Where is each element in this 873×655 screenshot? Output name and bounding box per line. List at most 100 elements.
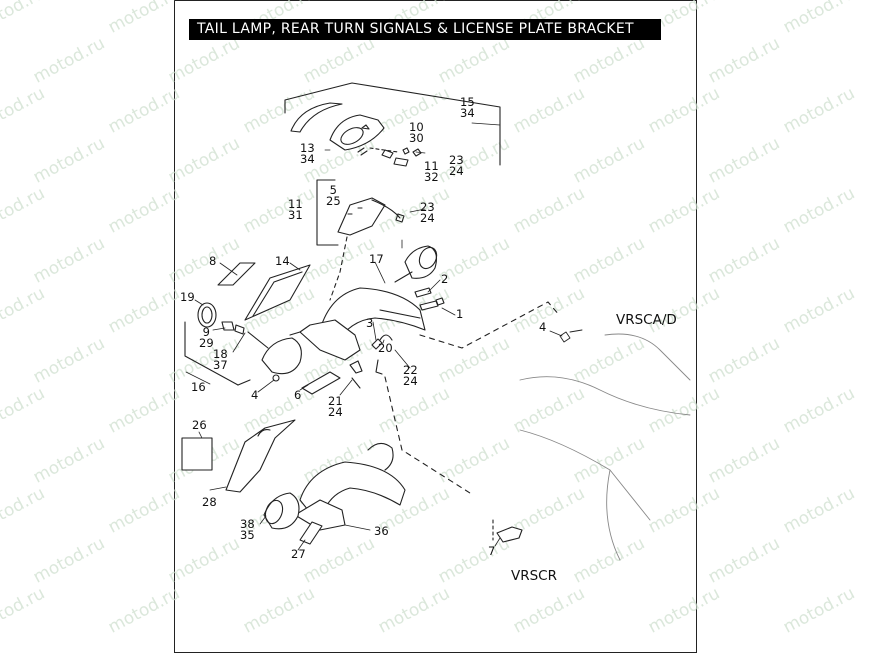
callout-kit-number: 34 — [460, 106, 475, 120]
callout-part-number: 1 — [456, 307, 464, 321]
wire-connectors — [349, 334, 393, 389]
model-label-vrsca: VRSCA/D — [616, 312, 677, 328]
callout-1: 1 — [456, 307, 464, 321]
license-lens-part — [217, 262, 256, 286]
callout-part-number: 5 — [329, 183, 337, 197]
callout-part-number: 10 — [409, 120, 424, 134]
leader-dash-c — [419, 301, 561, 349]
callout-22-24: 22 24 — [403, 363, 418, 388]
callout-18-37: 18 37 — [213, 347, 228, 372]
plate-clip-part — [492, 519, 523, 543]
lower-fender-bracket-part — [294, 442, 406, 531]
callout-10-30: 10 30 — [409, 120, 424, 145]
callout-part-number: 19 — [180, 290, 195, 304]
callout-part-number: 20 — [378, 341, 393, 355]
callout-leaders — [185, 122, 563, 551]
callout-part-number: 22 — [403, 363, 418, 377]
callout-part-number: 21 — [328, 394, 343, 408]
callout-21-24: 21 24 — [328, 394, 343, 419]
callout-part-number: 18 — [213, 347, 228, 361]
callout-kit-number: 24 — [403, 374, 418, 388]
callout-part-number: 28 — [202, 495, 217, 509]
callout-7: 7 — [488, 544, 496, 558]
callout-23-24-b: 23 24 — [420, 200, 435, 225]
callout-4-b: 4 — [251, 388, 259, 402]
callout-part-number: 4 — [539, 320, 547, 334]
callout-part-number: 36 — [374, 524, 389, 538]
callout-kit-number: 29 — [199, 336, 214, 350]
callout-part-number: 23 — [449, 153, 464, 167]
callout-part-number: 11 — [288, 197, 303, 211]
callout-38-35: 38 35 — [240, 517, 255, 542]
callout-kit-number: 37 — [213, 358, 228, 372]
callout-17: 17 — [369, 252, 384, 266]
lower-turn-signal-part — [263, 492, 300, 530]
callout-26: 26 — [192, 418, 207, 432]
fender-bracket-part — [289, 287, 426, 361]
callout-20: 20 — [378, 341, 393, 355]
callout-kit-number: 35 — [240, 528, 255, 542]
callout-3: 3 — [366, 316, 374, 330]
callout-16: 16 — [191, 380, 206, 394]
callout-part-number: 9 — [202, 325, 210, 339]
callout-23-24-a: 23 24 — [449, 153, 464, 178]
callout-11-32: 11 32 — [424, 159, 439, 184]
callout-8: 8 — [209, 254, 217, 268]
callout-part-number: 6 — [294, 388, 302, 402]
callout-4-a: 4 — [539, 320, 547, 334]
callout-kit-number: 30 — [409, 131, 424, 145]
lamp-fasteners — [357, 147, 422, 167]
left-turn-signal-part — [184, 302, 302, 386]
callout-part-number: 14 — [275, 254, 290, 268]
nut-and-lens-parts — [272, 371, 341, 395]
callout-14: 14 — [275, 254, 290, 268]
callout-part-number: 15 — [460, 95, 475, 109]
lower-lens-part — [299, 521, 323, 545]
callout-part-number: 26 — [192, 418, 207, 432]
callout-part-number: 27 — [291, 547, 306, 561]
bracket-bolts — [414, 287, 445, 311]
mount-bracket-lines — [316, 179, 339, 246]
tail-lamp-housing-part — [329, 114, 385, 151]
top-assembly-bracket-lines — [284, 82, 501, 166]
callout-9-29: 9 29 — [199, 325, 214, 350]
callout-kit-number: 24 — [328, 405, 343, 419]
callout-11-31: 11 31 — [288, 197, 303, 222]
callout-kit-number: 32 — [424, 170, 439, 184]
callout-part-number: 7 — [488, 544, 496, 558]
diagram-frame — [174, 0, 697, 653]
callout-part-number: 13 — [300, 141, 315, 155]
leader-dash-b — [384, 376, 471, 494]
callout-part-number: 38 — [240, 517, 255, 531]
callout-kit-number: 31 — [288, 208, 303, 222]
callout-2: 2 — [441, 272, 449, 286]
callout-19: 19 — [180, 290, 195, 304]
callout-kit-number: 34 — [300, 152, 315, 166]
callout-part-number: 11 — [424, 159, 439, 173]
tail-lamp-lens-part — [290, 102, 343, 133]
callout-5-25: 5 25 — [326, 183, 341, 208]
reflector-part — [244, 264, 311, 321]
lamp-mount-bracket-part — [337, 197, 405, 236]
callout-36: 36 — [374, 524, 389, 538]
diagram-title: TAIL LAMP, REAR TURN SIGNALS & LICENSE P… — [189, 19, 661, 40]
callout-kit-number: 24 — [449, 164, 464, 178]
vrsca-detail — [519, 329, 691, 561]
callout-15-34: 15 34 — [460, 95, 475, 120]
callout-part-number: 3 — [366, 316, 374, 330]
callout-13-34: 13 34 — [300, 141, 315, 166]
callout-28: 28 — [202, 495, 217, 509]
callout-part-number: 4 — [251, 388, 259, 402]
model-label-vrscr: VRSCR — [511, 568, 557, 584]
callout-part-number: 8 — [209, 254, 217, 268]
callout-27: 27 — [291, 547, 306, 561]
callout-part-number: 16 — [191, 380, 206, 394]
leader-dash-a — [329, 236, 348, 301]
callout-kit-number: 25 — [326, 194, 341, 208]
callout-part-number: 2 — [441, 272, 449, 286]
callout-kit-number: 24 — [420, 211, 435, 225]
callout-part-number: 17 — [369, 252, 384, 266]
callout-part-number: 23 — [420, 200, 435, 214]
right-turn-signal-part — [394, 245, 438, 283]
